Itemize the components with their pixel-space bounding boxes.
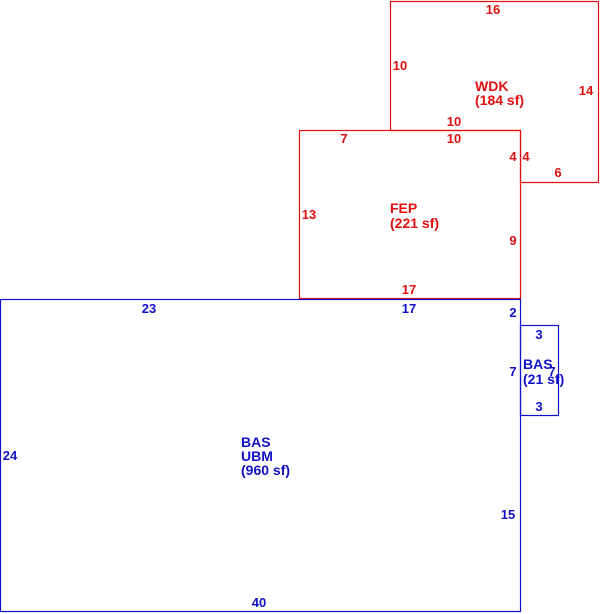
- wdk-bottom-dimension: 6: [554, 165, 561, 180]
- bas-small-outline[interactable]: [519, 324, 560, 417]
- bas-top-left-dimension: 23: [142, 301, 156, 316]
- wdk-step-dimension: 4: [522, 149, 530, 164]
- bas-right-dimension: 15: [501, 507, 515, 522]
- fep-top-right-dimension: 10: [447, 131, 461, 146]
- wdk-area-label: (184 sf): [475, 92, 524, 108]
- bas-small-code-label: BAS: [523, 356, 553, 372]
- bas-left-dimension: 24: [3, 448, 18, 463]
- bas-top-right-dimension: 17: [402, 301, 416, 316]
- bas-main-code-label: BAS: [241, 434, 271, 450]
- wdk-right-dimension: 14: [579, 83, 594, 98]
- bas-small-area-label: (21 sf): [523, 371, 564, 387]
- bas-bottom-dimension: 40: [252, 595, 266, 610]
- bas-right-mid-dimension: 7: [509, 364, 516, 379]
- wdk-top-dimension: 16: [486, 2, 500, 17]
- fep-top-left-dimension: 7: [340, 131, 347, 146]
- fep-left-dimension: 13: [302, 207, 316, 222]
- fep-code-label: FEP: [390, 200, 417, 216]
- fep-bottom-dimension: 17: [402, 282, 416, 297]
- fep-right-dimension: 9: [509, 233, 516, 248]
- fep-outline[interactable]: [298, 129, 522, 300]
- wdk-code-label: WDK: [475, 78, 508, 94]
- bas-small-bottom-dimension: 3: [535, 399, 542, 414]
- fep-step-dimension: 4: [509, 149, 517, 164]
- wdk-left-dimension: 10: [393, 58, 407, 73]
- bas-main-outline[interactable]: [0, 298, 522, 613]
- bas-step-dimension: 2: [509, 305, 516, 320]
- fep-area-label: (221 sf): [390, 215, 439, 231]
- bas-small-right-dimension: 7: [548, 364, 555, 379]
- bas-small-top-dimension: 3: [535, 327, 542, 342]
- bas-main-sub-label: UBM: [241, 448, 273, 464]
- wdk-bottom-inner-dimension: 10: [447, 114, 461, 129]
- bas-main-area-label: (960 sf): [241, 462, 290, 478]
